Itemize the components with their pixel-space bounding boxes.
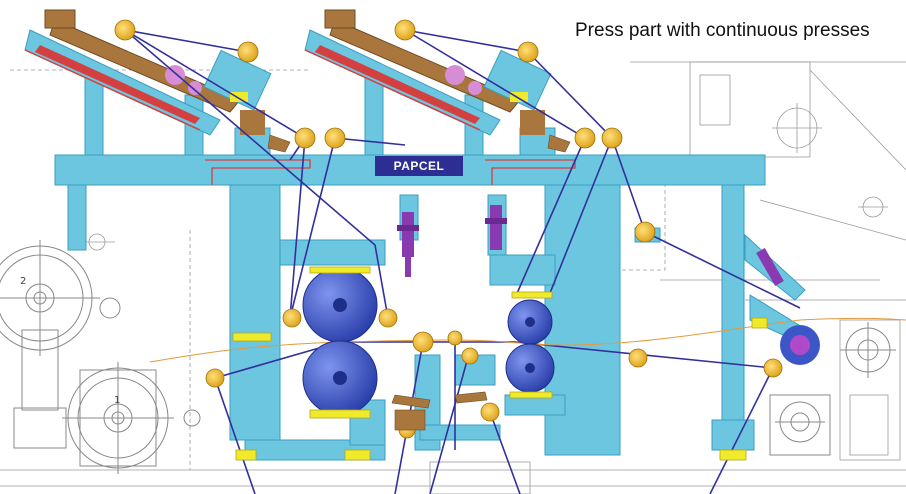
- drying-cylinder-2: [0, 240, 121, 449]
- upper-press-unit-left: [24, 9, 272, 136]
- doctor-blades: [267, 134, 571, 431]
- brand-label: PAPCEL: [393, 159, 445, 173]
- brand-plate: [375, 156, 463, 176]
- drum-label-1: 1: [114, 395, 121, 406]
- drum-label-2: 2: [20, 276, 27, 287]
- bearing-blocks: [232, 266, 768, 461]
- right-drive-sketch: [769, 322, 896, 456]
- upper-press-unit-right: [304, 9, 552, 136]
- hydraulic-cylinders: [397, 205, 784, 286]
- drying-cylinder-1: [62, 362, 201, 474]
- press-frame: [54, 69, 816, 461]
- diagram-caption: Press part with continuous presses: [575, 20, 870, 41]
- press-rolls: [302, 267, 820, 416]
